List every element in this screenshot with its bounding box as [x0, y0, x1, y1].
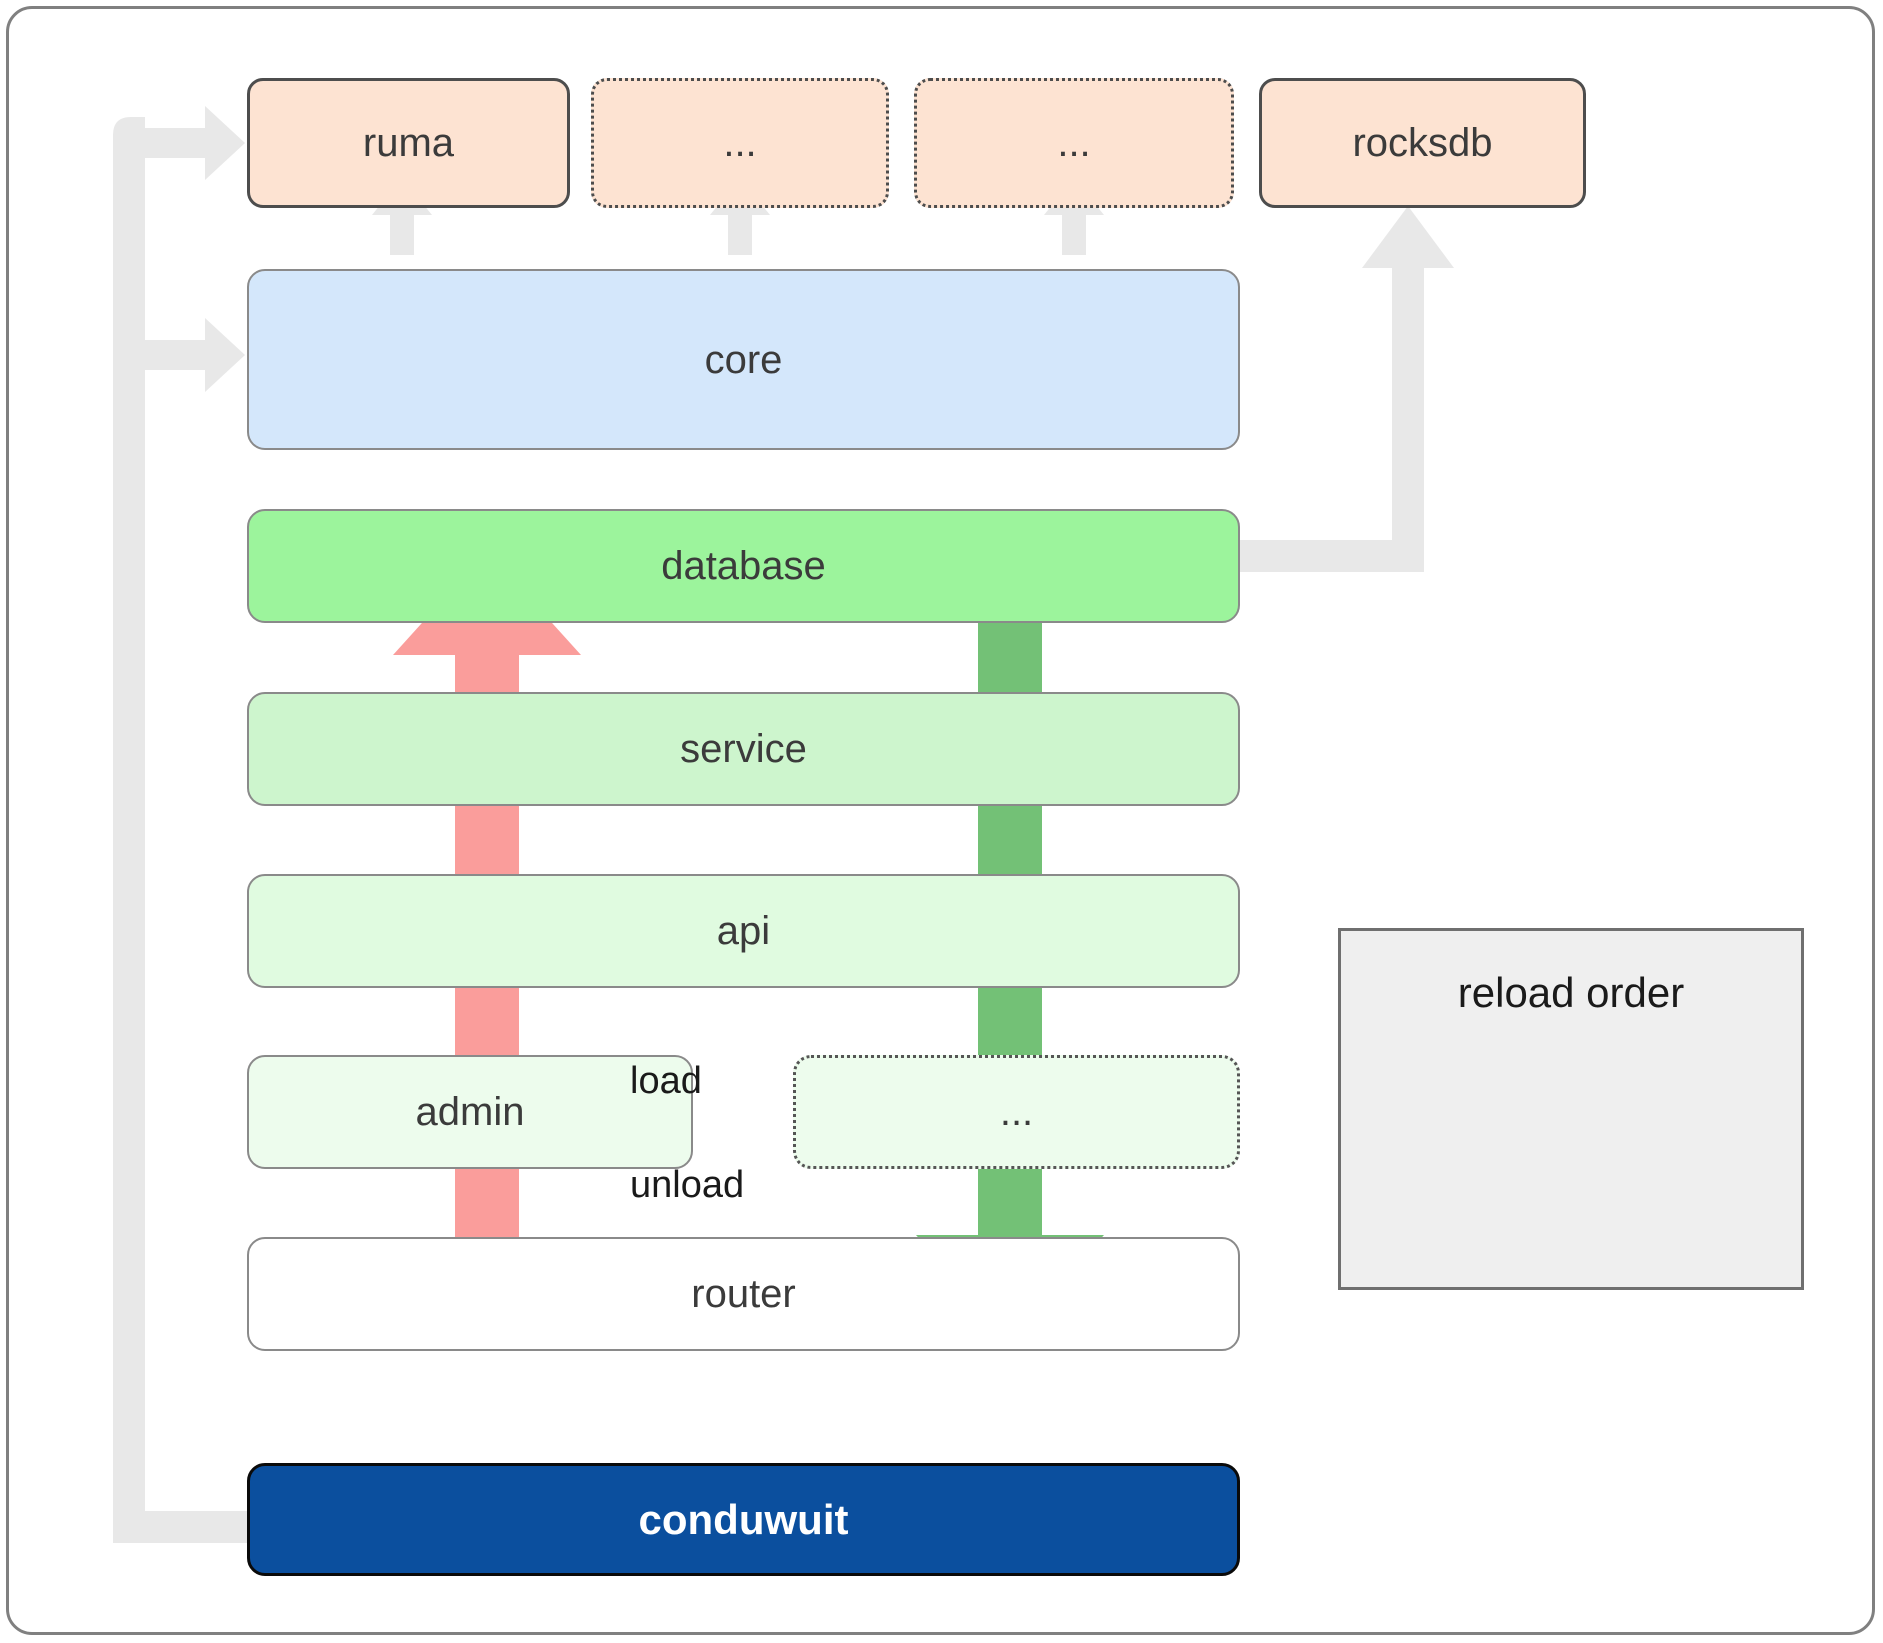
- layer-label-dots: ...: [999, 1090, 1034, 1134]
- legend-title: reload order: [1457, 969, 1685, 1016]
- layer-box-database[interactable]: database: [247, 509, 1240, 623]
- application-label-conduwuit: conduwuit: [638, 1495, 849, 1543]
- legend-label-unload: unload: [630, 1164, 745, 1206]
- dependency-box-ruma[interactable]: ruma: [247, 78, 570, 208]
- layer-box-router[interactable]: router: [247, 1237, 1240, 1351]
- dependency-box-rocksdb[interactable]: rocksdb: [1259, 78, 1586, 208]
- legend-panel: reload order: [1338, 928, 1804, 1290]
- layer-box-admin[interactable]: admin: [247, 1055, 693, 1169]
- dependency-box-2[interactable]: ...: [591, 78, 889, 208]
- legend-label-load: load: [630, 1060, 702, 1102]
- application-box-conduwuit[interactable]: conduwuit: [247, 1463, 1240, 1576]
- layer-box-api[interactable]: api: [247, 874, 1240, 988]
- layer-label-api: api: [716, 909, 771, 953]
- layer-label-router: router: [691, 1272, 796, 1316]
- dependency-box-3[interactable]: ...: [914, 78, 1234, 208]
- dependency-label-rocksdb: rocksdb: [1352, 121, 1493, 165]
- diagram-frame: [6, 6, 1875, 1635]
- layer-label-service: service: [680, 727, 807, 771]
- layer-label-database: database: [661, 544, 826, 588]
- dependency-label-2: ...: [723, 121, 757, 165]
- dependency-label-ruma: ruma: [362, 121, 455, 165]
- core-box[interactable]: core: [247, 269, 1240, 450]
- layer-box-service[interactable]: service: [247, 692, 1240, 806]
- core-label: core: [704, 337, 783, 382]
- layer-box-dots[interactable]: ...: [793, 1055, 1240, 1169]
- dependency-label-3: ...: [1057, 121, 1091, 165]
- layer-label-admin: admin: [415, 1090, 525, 1134]
